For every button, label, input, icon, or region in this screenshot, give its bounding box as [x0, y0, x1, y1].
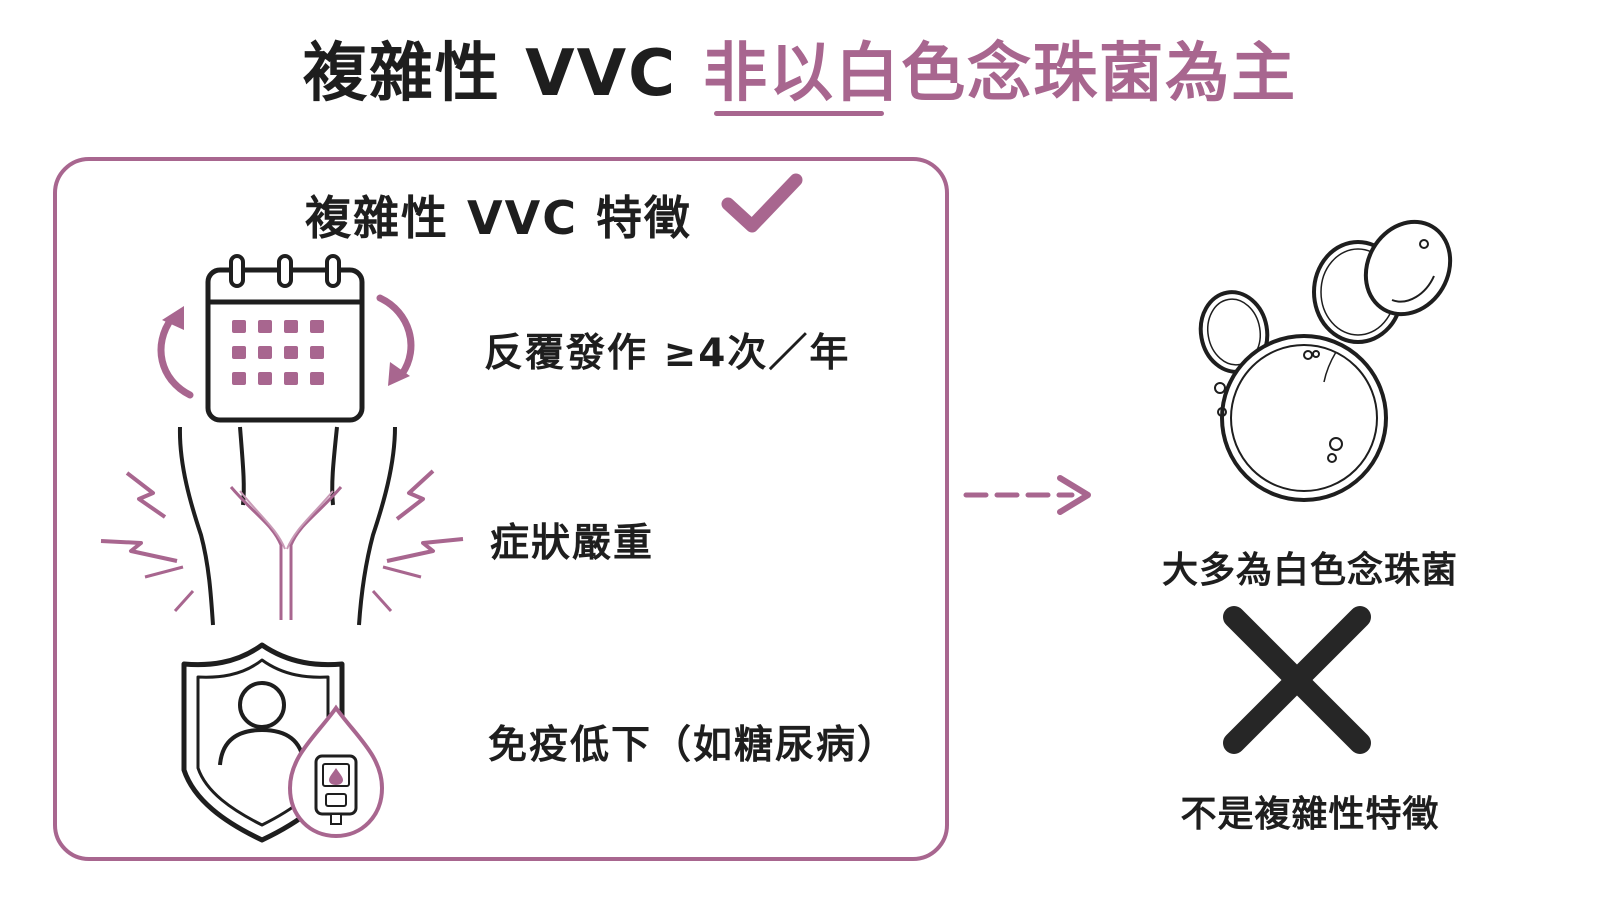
immune-shield-glucose-icon: [181, 642, 385, 843]
title-part-2: 非以白色念珠菌為主: [703, 37, 1298, 111]
recurring-calendar-icon: [157, 254, 415, 423]
feature-severe-symptoms: 症狀嚴重: [490, 521, 655, 566]
dashed-arrow-icon: [963, 475, 1091, 515]
severe-pelvic-pain-icon: [100, 426, 464, 626]
organism-label: 大多為白色念珠菌: [1161, 550, 1458, 591]
features-panel: [53, 157, 949, 861]
feature-immunocompromised: 免疫低下（如糖尿病）: [488, 723, 899, 768]
panel-title: 複雜性 VVC 特徵: [305, 191, 692, 245]
title-part-1: 複雜性 VVC: [302, 37, 678, 111]
title-underline: [714, 111, 884, 116]
negation-label: 不是複雜性特徵: [1180, 794, 1440, 835]
yeast-cell-icon: [1198, 219, 1453, 502]
feature-recurring: 反覆發作 ≥4次／年: [484, 331, 851, 376]
cross-icon: [1223, 606, 1371, 754]
page-title: 複雜性 VVC 非以白色念珠菌為主: [0, 22, 1600, 114]
checkmark-icon: [721, 173, 803, 233]
